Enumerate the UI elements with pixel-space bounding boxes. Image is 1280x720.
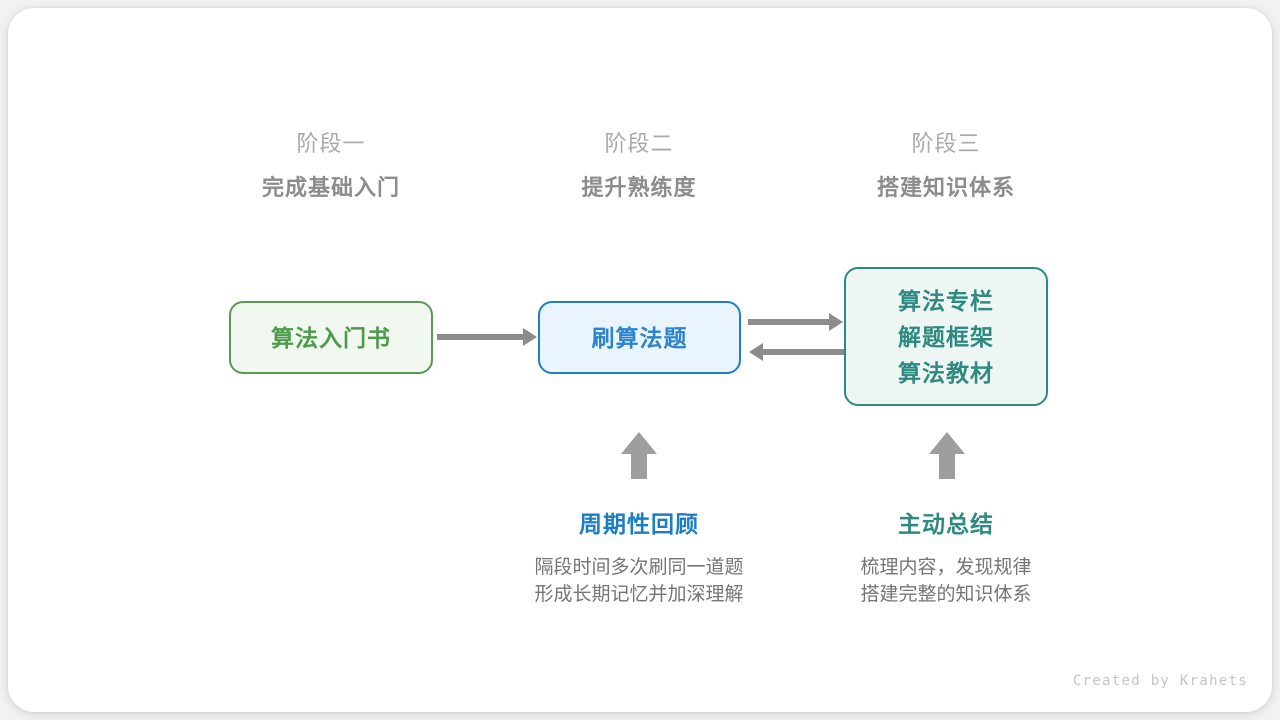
arrow-up-head bbox=[929, 432, 965, 454]
arrow-up-shaft bbox=[939, 453, 955, 479]
node-knowledge-resources[interactable]: 算法专栏 解题框架 算法教材 bbox=[844, 267, 1048, 406]
node-resources-line-3: 算法教材 bbox=[898, 359, 994, 386]
annotation-summary-desc-line-1: 梳理内容，发现规律 bbox=[860, 557, 1032, 578]
arrow-right-icon-book-to-practice bbox=[437, 334, 524, 340]
stage-1-eyebrow: 阶段一 bbox=[296, 131, 366, 156]
arrow-up-icon-summary bbox=[929, 432, 965, 479]
annotation-summary-title: 主动总结 bbox=[898, 511, 994, 537]
annotation-review-description: 隔段时间多次刷同一道题 形成长期记忆并加深理解 bbox=[479, 554, 799, 608]
node-practice-problems[interactable]: 刷算法题 bbox=[538, 301, 741, 374]
node-algorithm-book-label: 算法入门书 bbox=[271, 324, 391, 351]
annotation-review-title: 周期性回顾 bbox=[579, 511, 699, 537]
annotation-active-summary: 主动总结 梳理内容，发现规律 搭建完整的知识体系 bbox=[786, 508, 1106, 608]
arrow-up-shaft bbox=[631, 453, 647, 479]
annotation-summary-desc-line-2: 搭建完整的知识体系 bbox=[860, 584, 1032, 605]
stage-3-title: 搭建知识体系 bbox=[876, 175, 1015, 200]
arrow-up-icon-review bbox=[621, 432, 657, 479]
arrow-up-head bbox=[621, 432, 657, 454]
annotation-summary-description: 梳理内容，发现规律 搭建完整的知识体系 bbox=[786, 554, 1106, 608]
node-resources-line-2: 解题框架 bbox=[898, 323, 994, 350]
annotation-review-desc-line-2: 形成长期记忆并加深理解 bbox=[534, 584, 744, 605]
stage-2-title: 提升熟练度 bbox=[581, 175, 697, 200]
node-practice-problems-label: 刷算法题 bbox=[591, 324, 688, 351]
stage-2-eyebrow: 阶段二 bbox=[604, 131, 674, 156]
annotation-periodic-review: 周期性回顾 隔段时间多次刷同一道题 形成长期记忆并加深理解 bbox=[479, 508, 799, 608]
stage-header-1: 阶段一 完成基础入门 bbox=[201, 129, 461, 204]
node-resources-line-1: 算法专栏 bbox=[898, 287, 994, 314]
arrow-left-icon-resources-to-practice bbox=[762, 349, 844, 355]
stage-1-title: 完成基础入门 bbox=[261, 175, 400, 200]
arrow-right-icon-practice-to-resources bbox=[748, 319, 830, 325]
stage-header-3: 阶段三 搭建知识体系 bbox=[816, 129, 1076, 204]
stage-header-2: 阶段二 提升熟练度 bbox=[509, 129, 769, 204]
node-algorithm-book[interactable]: 算法入门书 bbox=[229, 301, 433, 374]
annotation-review-desc-line-1: 隔段时间多次刷同一道题 bbox=[534, 557, 744, 578]
stage-3-eyebrow: 阶段三 bbox=[911, 131, 981, 156]
credit-text: Created by Krahets bbox=[1072, 673, 1248, 689]
